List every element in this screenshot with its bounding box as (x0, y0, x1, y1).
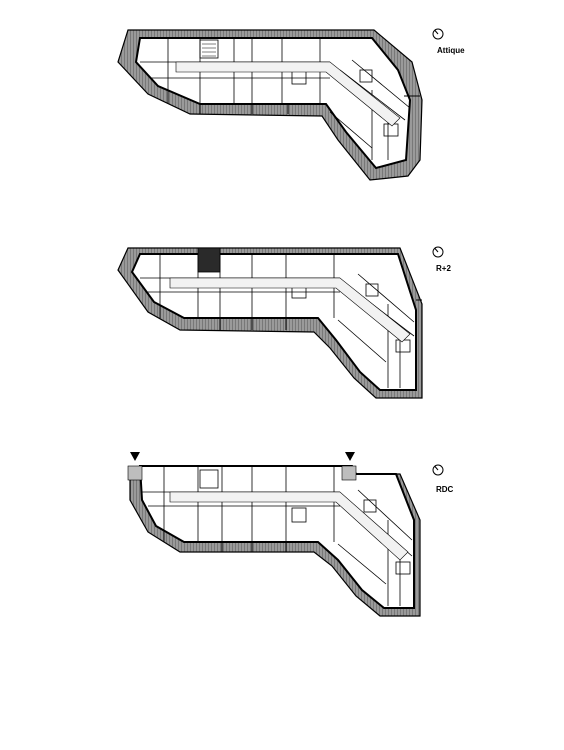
entrance-box-right (341, 465, 357, 481)
floor-label-rdc: RDC (436, 485, 454, 494)
entrance-triangle-icon (345, 452, 355, 461)
north-arrow-icon (432, 246, 444, 258)
north-arrow-icon (432, 464, 444, 476)
floor-plan-rdc (127, 465, 421, 617)
north-arrow-icon (432, 28, 444, 40)
building-core (138, 465, 415, 609)
floor-label-r-plus-2: R+2 (436, 264, 451, 273)
entrance-box-left (127, 465, 143, 481)
floor-plan-attique (117, 29, 423, 181)
entrance-triangle-icon (130, 452, 140, 461)
floor-label-attique: Attique (437, 46, 465, 55)
floor-plan-r-plus-2 (117, 247, 423, 399)
